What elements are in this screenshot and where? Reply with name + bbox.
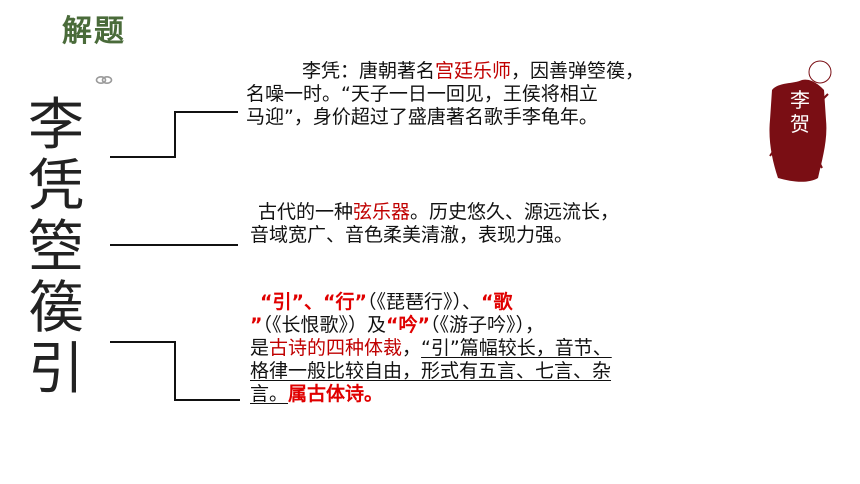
- author-seal-stamp: [769, 60, 832, 182]
- link-icon: [95, 75, 113, 85]
- title-char: 篌: [28, 276, 84, 341]
- vertical-poem-title: 李 凭 箜 篌 引: [22, 95, 90, 400]
- title-char: 凭: [28, 154, 84, 219]
- connector-line-3: [110, 341, 240, 401]
- explanation-li-ping: 李凭：唐朝著名宫廷乐师，因善弹箜篌， 名噪一时。“天子一日一回见，王侯将相立 马…: [246, 60, 645, 128]
- title-char: 箜: [28, 215, 84, 280]
- connector-line-1: [110, 111, 238, 158]
- explanation-konghou: 古代的一种弦乐器。历史悠久、源远流长， 音域宽广、音色柔美清澈，表现力强。: [250, 201, 620, 246]
- section-heading: 解题: [62, 14, 126, 49]
- title-char: 李: [28, 93, 84, 158]
- seal-author-name: 李 贺: [790, 88, 810, 136]
- explanation-yin-genre: “引”、“行”（《琵琶行》）、“歌 ”（《长恨歌》）及“吟”（《游子吟》）， 是…: [250, 291, 612, 405]
- title-char: 引: [28, 337, 84, 402]
